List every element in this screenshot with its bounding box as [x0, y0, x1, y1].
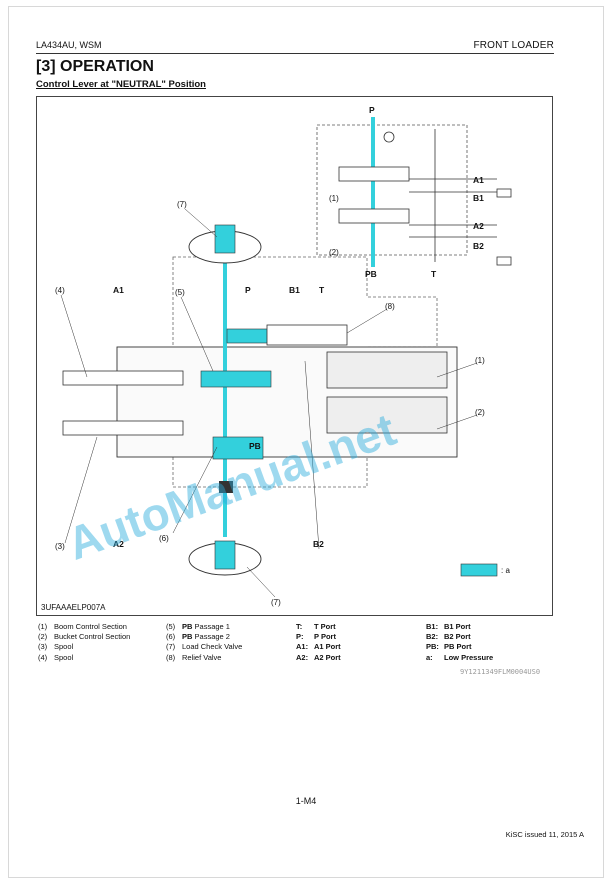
issue-note: KiSC issued 11, 2015 A [505, 830, 584, 839]
callout-3: (3) [55, 542, 65, 551]
legend-item: A2:A2 Port [296, 652, 341, 662]
schematic-spool-2 [338, 208, 410, 224]
schematic-spool-1 [338, 166, 410, 182]
legend-col-2: (5)PB Passage 1 (6)PB Passage 2 (7)Load … [166, 622, 242, 663]
schematic-callout-2: (2) [329, 248, 339, 257]
legend-item: T:T Port [296, 622, 336, 631]
callout-1: (1) [475, 356, 485, 365]
callout-4: (4) [55, 286, 65, 295]
callout-2: (2) [475, 408, 485, 417]
callout-7-top: (7) [177, 200, 187, 209]
port-a2-body: A2 [113, 539, 124, 549]
callout-8: (8) [385, 302, 395, 311]
port-a1-body: A1 [113, 285, 124, 295]
spool-upper [62, 370, 184, 386]
bucket-spring-housing [326, 396, 448, 434]
header-section: FRONT LOADER [473, 40, 554, 51]
legend-item: (5)PB Passage 1 [166, 622, 230, 631]
schematic-cylinder-1 [496, 188, 512, 198]
valve-drawing: (7) (4) (5) (8) (1) (2) (3) (6) (7) (1) … [55, 105, 512, 607]
port-b1-body: B1 [289, 285, 300, 295]
schematic-cylinder-2 [496, 256, 512, 266]
header-model: LA434AU, WSM [36, 40, 102, 50]
legend-item: (8)Relief Valve [166, 652, 222, 662]
section-title: [3] OPERATION [36, 58, 154, 75]
spool-lower [62, 420, 184, 436]
port-p-body: P [245, 285, 251, 295]
legend-item: P:P Port [296, 632, 336, 642]
page-number: 1-M4 [295, 796, 317, 806]
legend-key-swatch [460, 563, 498, 577]
legend-item: (3)Spool [38, 642, 74, 652]
schematic-frame [316, 124, 468, 256]
legend-key-label: : a [501, 566, 510, 575]
legend-col-3: T:T Port P:P Port A1:A1 Port A2:A2 Port [296, 622, 341, 663]
callout-6: (6) [159, 534, 169, 543]
legend-col-1: (1)Boom Control Section (2)Bucket Contro… [38, 622, 130, 663]
legend-item: (2)Bucket Control Section [38, 632, 131, 642]
legend-col-4: B1:B1 Port B2:B2 Port PB:PB Port a:Low P… [426, 622, 493, 663]
legend-item: a:Low Pressure [426, 652, 494, 662]
header-rule [36, 53, 554, 54]
port-b2-schematic: B2 [473, 241, 484, 251]
figure-code: 3UFAAAELP007A [41, 603, 106, 612]
legend-item: PB:PB Port [426, 642, 472, 652]
port-a2-schematic: A2 [473, 221, 484, 231]
legend-item: (4)Spool [38, 652, 74, 662]
port-b2-body: B2 [313, 539, 324, 549]
port-t-body: T [319, 285, 325, 295]
pb-passage-2 [212, 436, 264, 460]
legend-item: B2:B2 Port [426, 632, 471, 642]
boom-spring-housing [326, 351, 448, 389]
port-t-schematic: T [431, 269, 437, 279]
figure-subtitle: Control Lever at "NEUTRAL" Position [36, 79, 206, 90]
legend-item: (6)PB Passage 2 [166, 632, 230, 642]
relief-valve [266, 324, 348, 346]
port-a1-schematic: A1 [473, 175, 484, 185]
schematic-callout-1: (1) [329, 194, 339, 203]
legend-item: B1:B1 Port [426, 622, 471, 631]
callout-7-bottom: (7) [271, 598, 281, 607]
port-pb-body: PB [249, 441, 261, 451]
port-p-schematic: P [369, 105, 375, 115]
legend-item: A1:A1 Port [296, 642, 341, 652]
port-b1-schematic: B1 [473, 193, 484, 203]
port-pb-schematic: PB [365, 269, 377, 279]
schematic-relief [383, 131, 395, 143]
legend-item: (1)Boom Control Section [38, 622, 127, 631]
document-id: 9Y1211349FLM0004US0 [460, 668, 541, 676]
load-check-plug [219, 481, 233, 493]
hydraulic-diagram: (7) (4) (5) (8) (1) (2) (3) (6) (7) (1) … [36, 96, 553, 616]
legend-item: (7)Load Check Valve [166, 642, 243, 652]
valve-body-outline [172, 256, 438, 488]
pb-passage-1 [200, 370, 272, 388]
callout-5: (5) [175, 288, 185, 297]
